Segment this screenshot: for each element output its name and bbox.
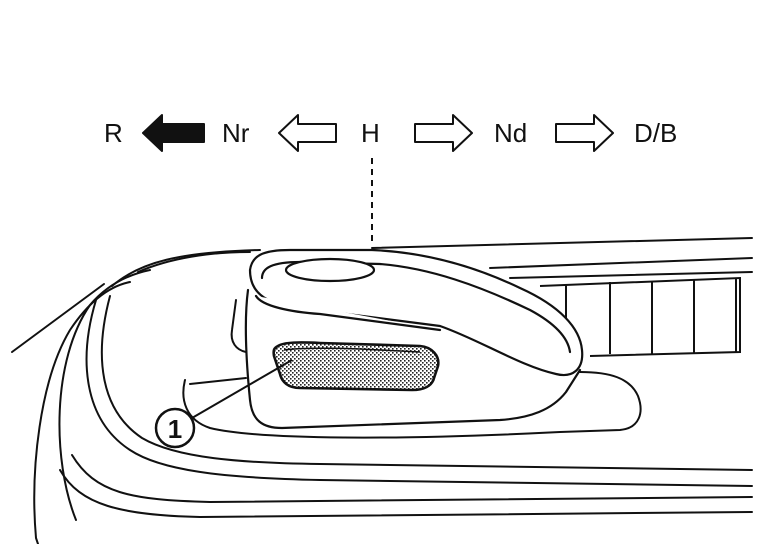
solid-arrow-left-icon <box>142 114 205 152</box>
callout-leader-line <box>191 359 293 419</box>
hollow-arrow-right-icon <box>414 114 473 152</box>
hollow-arrow-left-icon <box>278 114 337 152</box>
lever-base <box>182 299 642 439</box>
position-label-db: D/B <box>634 118 677 148</box>
position-label-nd: Nd <box>494 118 527 148</box>
hollow-arrow-right-icon-2 <box>555 114 614 152</box>
callout-number: 1 <box>168 414 182 444</box>
gate-ribs <box>539 276 741 357</box>
position-label-h: H <box>361 118 380 148</box>
callout-circle <box>154 407 196 449</box>
position-label-nr: Nr <box>222 118 250 148</box>
console-body <box>11 237 753 544</box>
position-label-r: R <box>104 118 123 148</box>
shift-lock-button <box>272 341 440 392</box>
